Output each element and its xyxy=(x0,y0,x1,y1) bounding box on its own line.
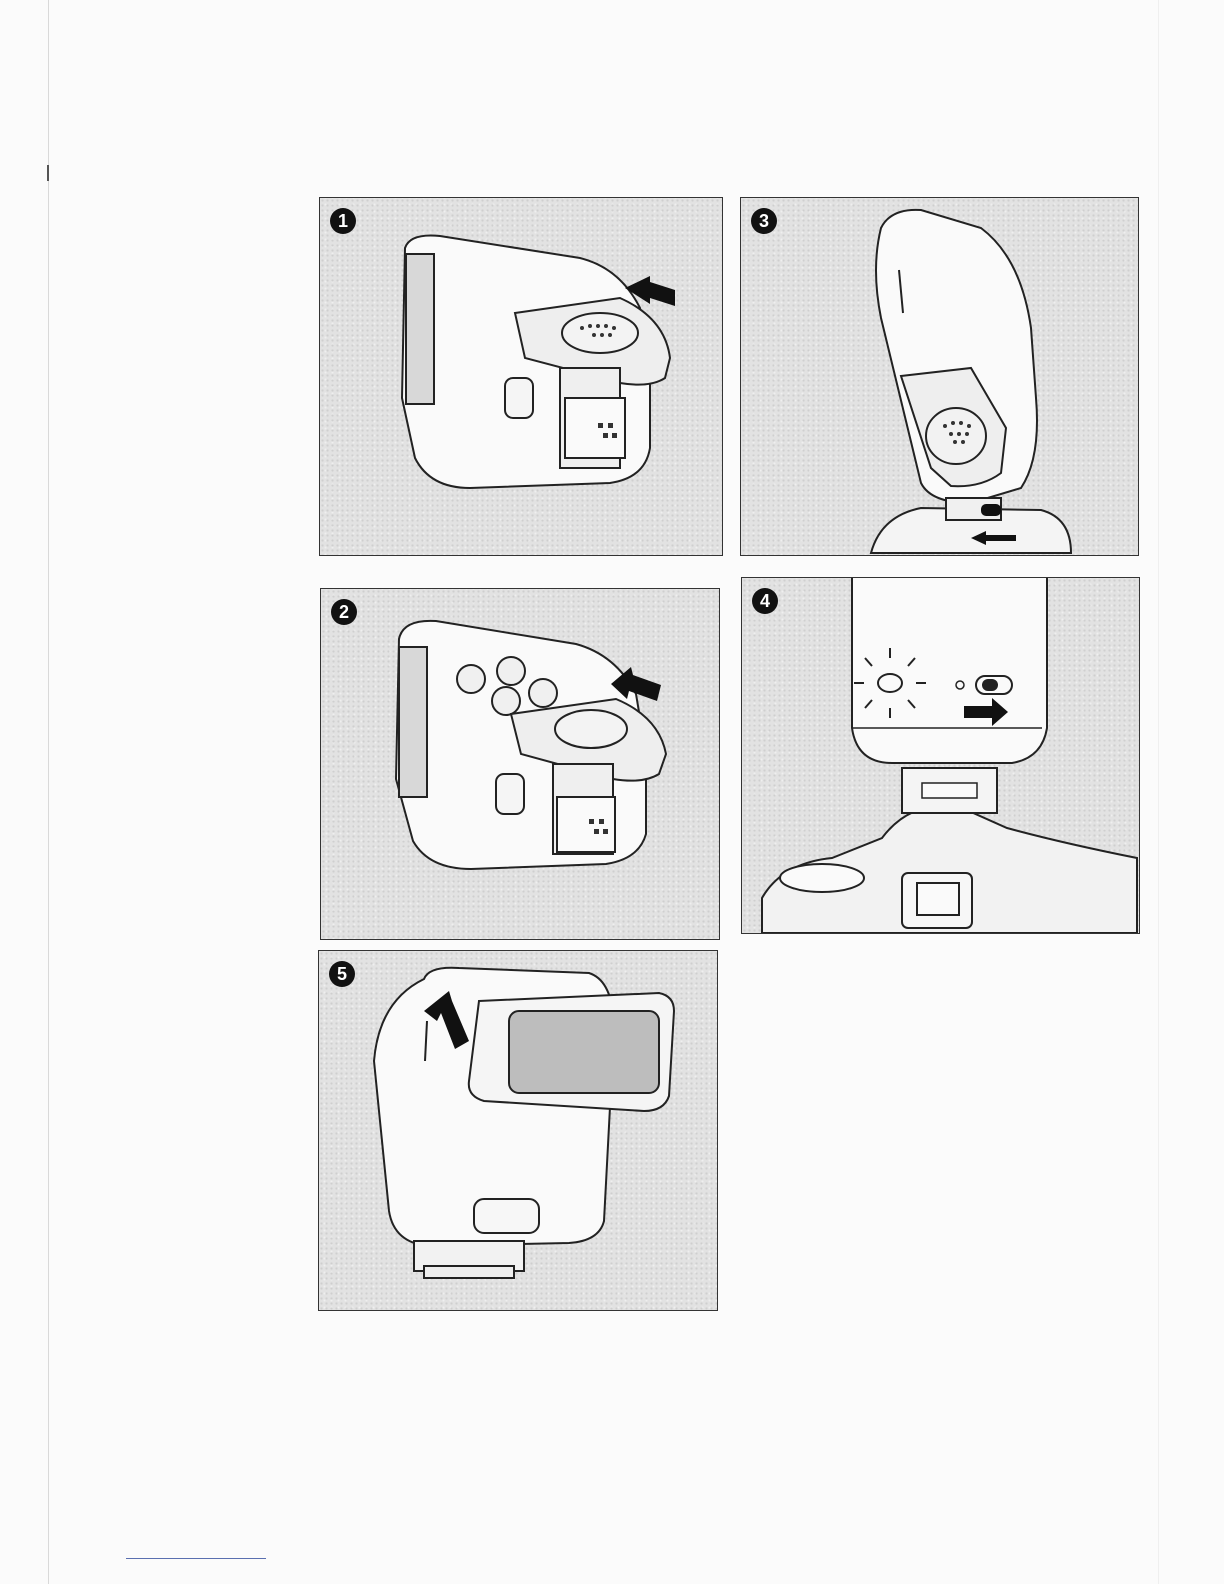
step-number-badge: 5 xyxy=(329,961,355,987)
illustration-step-3: 3 xyxy=(740,197,1139,556)
flash-wide-panel-drawing xyxy=(319,951,718,1311)
step-number-badge: 3 xyxy=(751,208,777,234)
footer-rule xyxy=(126,1558,266,1559)
step-number-badge: 4 xyxy=(752,588,778,614)
flash-battery-cover-open-drawing xyxy=(320,198,723,556)
binding-mark xyxy=(47,165,49,181)
illustration-step-2: 2 xyxy=(320,588,720,940)
page-right-edge xyxy=(1158,0,1159,1584)
page-left-edge xyxy=(48,0,49,1584)
flash-mounted-side-view-drawing xyxy=(741,198,1139,556)
step-number-badge: 2 xyxy=(331,599,357,625)
flash-battery-loading-drawing xyxy=(321,589,720,940)
illustration-step-1: 1 xyxy=(319,197,723,556)
illustration-step-4: 4 xyxy=(741,577,1140,934)
flash-power-switch-drawing xyxy=(742,578,1140,934)
step-number-badge: 1 xyxy=(330,208,356,234)
illustration-step-5: 5 xyxy=(318,950,718,1311)
